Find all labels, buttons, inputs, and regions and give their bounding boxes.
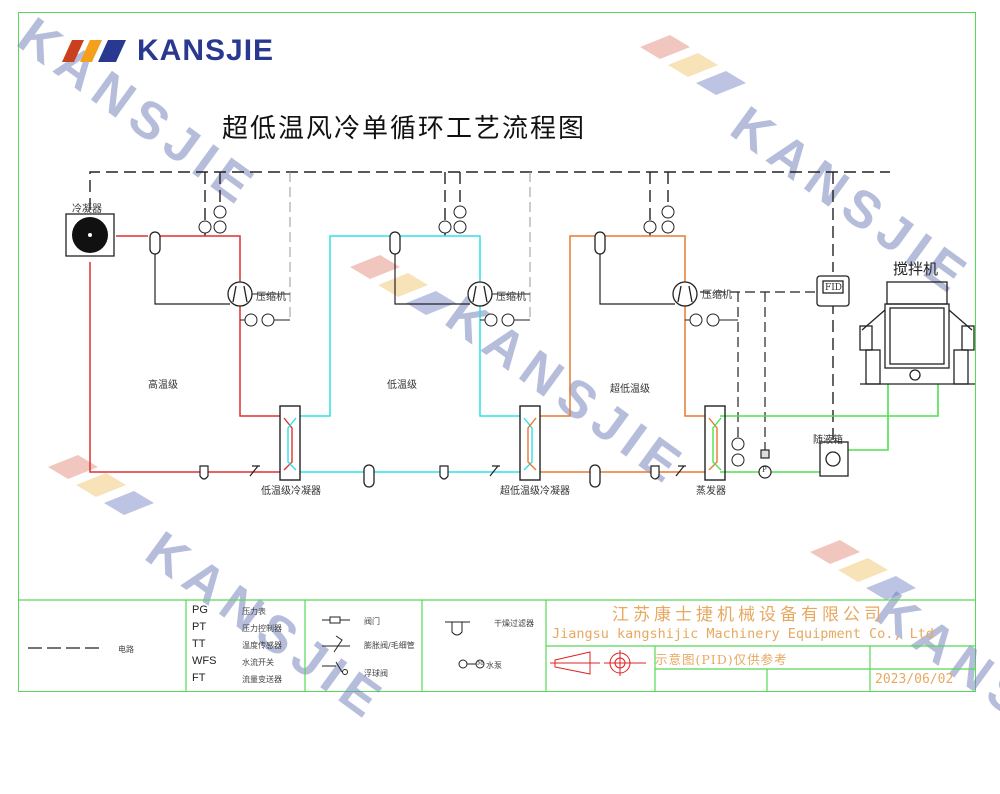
- compressor-3-label: 压缩机: [702, 290, 732, 301]
- low-temp-condenser-label: 低温级冷凝器: [261, 486, 321, 497]
- heat-exchanger-low: [279, 405, 301, 481]
- legend-code: PT: [192, 621, 207, 633]
- legend-valve-label: 阀门: [364, 617, 380, 626]
- company-name-en: Jiangsu kangshijic Machinery Equipment C…: [552, 626, 935, 642]
- fid-label: FID: [825, 283, 843, 293]
- page-title: 超低温风冷单循环工艺流程图: [222, 114, 587, 144]
- legend-pump-label: 水泵: [486, 661, 502, 670]
- expansion-valve-icons: [249, 465, 686, 477]
- pump-label: P: [762, 466, 767, 474]
- legend-desc: 压力表: [242, 607, 266, 616]
- heat-exchanger-ultra: [519, 405, 541, 481]
- ultra-low-stage-loop: [540, 235, 705, 473]
- low-stage-loop: [300, 235, 520, 473]
- title-block: [18, 599, 976, 692]
- watermark-stripes: [48, 35, 916, 600]
- legend-desc: 流量变送器: [242, 675, 282, 684]
- drawing-frame: [18, 12, 976, 692]
- electrical-bus: [89, 171, 890, 440]
- legend-code: FT: [192, 672, 206, 684]
- pump-icon: [758, 449, 772, 479]
- tank-label: 随液箱: [813, 435, 843, 446]
- gauge-icons: [198, 205, 745, 467]
- condenser-label: 冷凝器: [72, 204, 102, 215]
- stage-high-label: 高温级: [148, 380, 178, 391]
- legend-desc: 水流开关: [242, 658, 274, 667]
- legend-desc: 压力控制器: [242, 624, 282, 633]
- evaporator: [704, 405, 726, 481]
- suction-lines: [154, 254, 675, 305]
- compressor-icons: [227, 281, 698, 307]
- condenser-fan-icon: [65, 213, 115, 257]
- ultra-low-condenser-label: 超低温级冷凝器: [500, 486, 570, 497]
- evaporator-label: 蒸发器: [696, 486, 726, 497]
- drawing-note: 示意图(PID)仅供参考: [655, 652, 788, 667]
- projection-symbol-icon: [550, 650, 646, 676]
- tank-icon: [819, 441, 849, 477]
- stage-low-label: 低温级: [387, 380, 417, 391]
- receiver-icons: [149, 231, 606, 488]
- fid-controller-icon: [816, 275, 850, 307]
- legend-electrical-label: 电路: [118, 645, 134, 654]
- electrical-gray: [289, 172, 531, 320]
- legend-code: PG: [192, 604, 208, 616]
- legend-float-valve-label: 浮球阀: [364, 669, 388, 678]
- logo-icon: [62, 40, 126, 62]
- filter-icons: [199, 465, 660, 480]
- high-stage-loop: [89, 235, 280, 473]
- mixer-icon: [859, 281, 975, 385]
- legend-code: TT: [192, 638, 206, 650]
- legend-symbols: [322, 616, 485, 675]
- gauge-leads: [240, 293, 738, 321]
- legend-pump-motor-symbol: M: [477, 660, 484, 667]
- logo-text: KANSJIE: [137, 34, 275, 67]
- mixer-label: 搅拌机: [893, 260, 939, 278]
- legend-desc: 温度传感器: [242, 641, 282, 650]
- legend-filter-label: 干燥过滤器: [494, 619, 534, 628]
- stage-ultra-low-label: 超低温级: [610, 384, 650, 395]
- company-name-cn: 江苏康士捷机械设备有限公司: [612, 605, 885, 625]
- drawing-date: 2023/06/02: [875, 672, 954, 687]
- process-diagram: [18, 35, 976, 692]
- compressor-1-label: 压缩机: [256, 292, 286, 303]
- legend-expansion-valve-label: 膨胀阀/毛细管: [364, 641, 415, 650]
- compressor-2-label: 压缩机: [496, 292, 526, 303]
- legend-code: WFS: [192, 655, 217, 667]
